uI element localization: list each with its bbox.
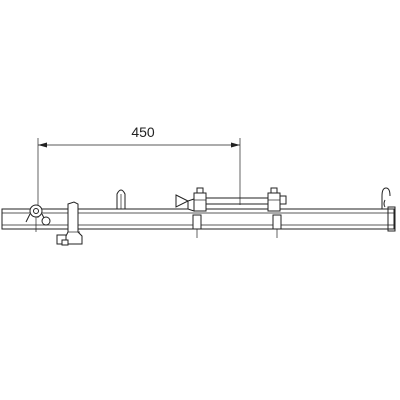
right-clamp-top-nut bbox=[270, 187, 278, 194]
dimension-arrow-right bbox=[231, 142, 240, 148]
clamp-body bbox=[65, 201, 83, 245]
left-clamp-lower bbox=[192, 214, 202, 230]
pivot-bolt-head bbox=[29, 204, 43, 218]
dimension-value: 450 bbox=[131, 124, 155, 140]
end-hook bbox=[381, 187, 391, 209]
pivot-bolt-center bbox=[33, 208, 39, 214]
left-clamp-block bbox=[193, 192, 207, 212]
dimension-annotation: 450 bbox=[37, 124, 241, 218]
dimension-arrow-left bbox=[38, 142, 47, 148]
left-clamp-top-nut bbox=[196, 187, 204, 194]
left-pivot-assembly bbox=[25, 204, 51, 232]
right-clamp-end-nut bbox=[279, 195, 287, 205]
top-stud bbox=[116, 189, 126, 210]
hook-body bbox=[381, 187, 391, 209]
adjustment-assembly bbox=[175, 187, 287, 238]
hook-curl bbox=[383, 199, 386, 208]
pivot-nut bbox=[41, 216, 51, 226]
clamp-foot-pad bbox=[61, 239, 69, 246]
rail-end-cap bbox=[387, 206, 396, 232]
right-clamp-lower bbox=[272, 214, 282, 230]
wing-nut-body bbox=[187, 198, 195, 212]
wing-nut-left-wing bbox=[175, 194, 190, 208]
left-clamp bbox=[56, 201, 83, 246]
right-clamp-block bbox=[267, 192, 281, 212]
